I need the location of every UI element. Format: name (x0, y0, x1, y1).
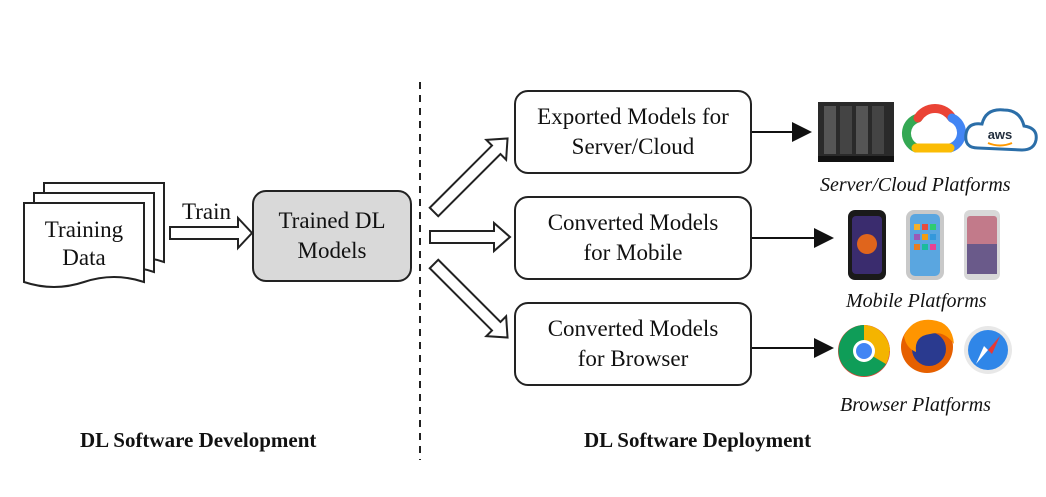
browser-platforms-label: Browser Platforms (840, 394, 991, 416)
arrow-to-mobile (429, 220, 512, 254)
deployment-section-title: DL Software Deployment (584, 428, 812, 452)
chrome-icon (838, 325, 890, 377)
converted-mobile-box: Converted Models for Mobile (514, 196, 752, 280)
deploy-arrows (428, 137, 512, 339)
development-section-title: DL Software Development (80, 428, 317, 452)
converted-browser-box: Converted Models for Browser (514, 302, 752, 386)
server-platforms-label: Server/Cloud Platforms (820, 174, 1011, 196)
trained-models-box: Trained DL Models (252, 190, 412, 282)
phone-icon (964, 210, 1000, 280)
server-rack-icon (818, 102, 894, 162)
training-data-document-stack (23, 182, 165, 288)
google-cloud-icon (902, 104, 966, 153)
arrow-to-server (428, 137, 509, 218)
aws-cloud-icon: aws (964, 108, 1038, 152)
aws-logo-text: aws (988, 127, 1013, 142)
platform-arrows (752, 122, 834, 358)
training-data-label: Training Data (44, 217, 124, 270)
android-phone-icon (848, 210, 886, 280)
firefox-icon (901, 319, 954, 373)
iphone-icon (906, 210, 944, 280)
arrow-to-browser (428, 258, 509, 339)
mobile-platforms-label: Mobile Platforms (846, 290, 987, 312)
train-label: Train (182, 199, 231, 224)
exported-server-box: Exported Models for Server/Cloud (514, 90, 752, 174)
safari-icon (964, 326, 1012, 374)
train-arrow (169, 215, 254, 251)
